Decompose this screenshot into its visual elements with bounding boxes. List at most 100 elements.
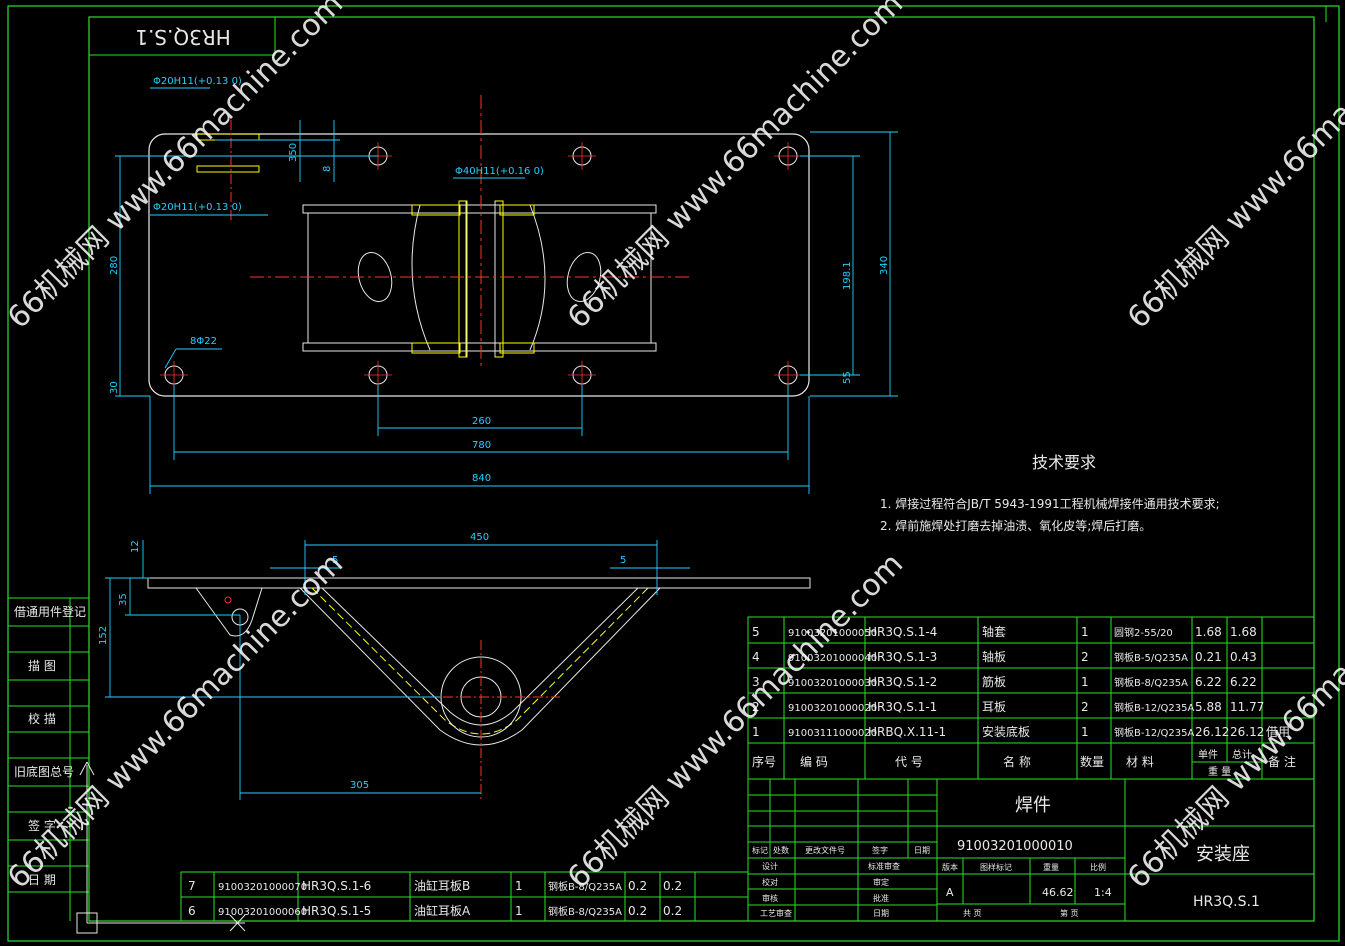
bom-cell-code: 91003111000020 — [788, 728, 877, 739]
bom-cell-name: 轴套 — [982, 624, 1006, 639]
title-drawing-no: HR3Q.S.1 — [1193, 894, 1260, 910]
title-row-label-5: 日期 — [914, 846, 930, 855]
bom-lower-cell-qty: 1 — [515, 879, 523, 893]
bom-lower-cell-total: 0.2 — [663, 904, 682, 918]
dim-350: 350 — [288, 143, 299, 162]
base-plate-outline — [148, 133, 810, 397]
bom-header-weight: 重 量 — [1208, 765, 1231, 778]
dim-hole-fit-1: Φ20H11(+0.13 0) — [153, 76, 242, 87]
top-view: Φ20H11(+0.13 0) Φ20H11(+0.13 0) Φ40H11(+… — [109, 76, 898, 494]
title-mid-label-4: 日期 — [873, 909, 889, 918]
tech-requirements: 技术要求 1. 焊接过程符合JB/T 5943-1991工程机械焊接件通用技术要… — [880, 453, 1220, 533]
title-type: 焊件 — [1015, 795, 1051, 816]
bom-header-no: 序号 — [752, 754, 776, 769]
bom-cell-part: HR3Q.S.1-2 — [868, 675, 937, 689]
bom-lower-cell-unit: 0.2 — [628, 904, 647, 918]
dim-30: 30 — [109, 381, 120, 394]
dim-5b: 5 — [620, 555, 626, 566]
bom-cell-qty: 1 — [1081, 725, 1089, 739]
bom-cell-mat: 钢板B-12/Q235A — [1114, 701, 1195, 714]
title-left-label-4: 工艺审查 — [760, 908, 792, 918]
bom-cell-mat: 钢板B-5/Q235A — [1114, 651, 1188, 664]
title-mid-label-1: 标准审查 — [868, 861, 900, 871]
bom-lower-cell-name: 油缸耳板B — [414, 878, 470, 893]
bom-lower-cell-mat: 钢板B-8/Q235A — [548, 880, 622, 893]
title-name: 安装座 — [1196, 844, 1250, 865]
bom-lower-cell-part: HR3Q.S.1-5 — [302, 904, 371, 918]
dim-hole-fit-2: Φ20H11(+0.13 0) — [153, 202, 242, 213]
dim-780: 780 — [472, 440, 491, 451]
title-left-label-1: 设计 — [762, 861, 778, 871]
dim-305: 305 — [350, 780, 369, 791]
title-left-label-2: 校对 — [762, 877, 778, 887]
title-row-label-2: 处数 — [773, 845, 789, 855]
bom-cell-no: 2 — [752, 700, 760, 714]
front-view: 12 35 152 450 5 5 305 — [98, 532, 811, 800]
bom-header-qty: 数量 — [1080, 754, 1104, 769]
bom-header-mat: 材 料 — [1126, 755, 1154, 769]
title-mid-label-3: 批准 — [873, 893, 889, 903]
bom-cell-total: 26.12 — [1230, 725, 1264, 739]
bom-lower-cell-unit: 0.2 — [628, 879, 647, 893]
bom-cell-no: 5 — [752, 625, 760, 639]
tech-req-item-2: 2. 焊前施焊处打磨去掉油渍、氧化皮等;焊后打磨。 — [880, 518, 1151, 533]
bom-cell-no: 4 — [752, 650, 760, 664]
bom-cell-mat: 圆钢2-55/20 — [1114, 626, 1173, 639]
bom-cell-mat: 钢板B-8/Q235A — [1114, 676, 1188, 689]
title-version: A — [946, 886, 954, 899]
dim-260: 260 — [472, 416, 491, 427]
dim-12: 12 — [130, 540, 141, 553]
title-stage-label-4: 比例 — [1090, 862, 1106, 872]
bom-lower-cell-no: 7 — [188, 879, 196, 893]
bom-cell-no: 3 — [752, 675, 760, 689]
side-label-1: 借通用件登记 — [14, 604, 86, 619]
bom-cell-code: 91003201000030 — [788, 678, 877, 689]
title-scale: 1:4 — [1094, 886, 1112, 899]
title-stage-label-3: 重量 — [1043, 862, 1059, 872]
watermark-text: 66机械网 www.66machine.com — [1121, 0, 1345, 336]
bom-header-part: 代 号 — [895, 755, 923, 769]
bom-cell-part: HR3Q.S.1-3 — [868, 650, 937, 664]
bom-cell-part: HRBQ.X.11-1 — [868, 725, 946, 739]
watermark-text: 66机械网 www.66machine.com — [1, 0, 350, 336]
bom-lower-cell-mat: 钢板B-8/Q235A — [548, 905, 622, 918]
bom-lower-cell-part: HR3Q.S.1-6 — [302, 879, 371, 893]
bom-cell-total: 11.77 — [1230, 700, 1264, 714]
side-label-2: 描 图 — [28, 659, 56, 673]
title-stage-label-2: 图样标记 — [980, 862, 1012, 872]
bom-cell-part: HR3Q.S.1-4 — [868, 625, 937, 639]
bom-lower-cell-qty: 1 — [515, 904, 523, 918]
bom-cell-name: 筋板 — [982, 674, 1006, 689]
tech-req-item-1: 1. 焊接过程符合JB/T 5943-1991工程机械焊接件通用技术要求; — [880, 496, 1220, 511]
bom-cell-total: 1.68 — [1230, 625, 1257, 639]
bom-cell-no: 1 — [752, 725, 760, 739]
dim-8: 8 — [322, 166, 333, 172]
bom-cell-qty: 2 — [1081, 700, 1089, 714]
bom-cell-note: 借用 — [1266, 725, 1290, 739]
inner-border — [88, 16, 1315, 922]
dim-152: 152 — [98, 626, 109, 645]
bom-lower-cell-no: 6 — [188, 904, 196, 918]
dim-55: 55 — [842, 371, 853, 384]
side-label-6: 日 期 — [28, 873, 56, 887]
bom-cell-code: 91003201000040 — [788, 653, 877, 664]
svg-text:HR3Q.S.1: HR3Q.S.1 — [135, 25, 231, 49]
bom-cell-part: HR3Q.S.1-1 — [868, 700, 937, 714]
dim-35: 35 — [118, 593, 129, 606]
title-sheets: 共 页 — [963, 909, 982, 918]
dim-hole-note: 8Φ22 — [190, 336, 217, 347]
bom-cell-total: 0.43 — [1230, 650, 1257, 664]
title-row-label-1: 标记 — [752, 845, 768, 855]
bom-cell-qty: 1 — [1081, 675, 1089, 689]
dim-5a: 5 — [332, 555, 338, 566]
ucs-icon — [76, 761, 246, 934]
bom-cell-unit: 6.22 — [1195, 675, 1222, 689]
bom-cell-total: 6.22 — [1230, 675, 1257, 689]
bom-cell-name: 安装底板 — [982, 724, 1030, 739]
mirrored-drawing-id: HR3Q.S.1 — [88, 16, 276, 56]
bom-cell-code: 91003201000050 — [788, 628, 877, 639]
bom-cell-mat: 钢板B-12/Q235A — [1114, 726, 1195, 739]
